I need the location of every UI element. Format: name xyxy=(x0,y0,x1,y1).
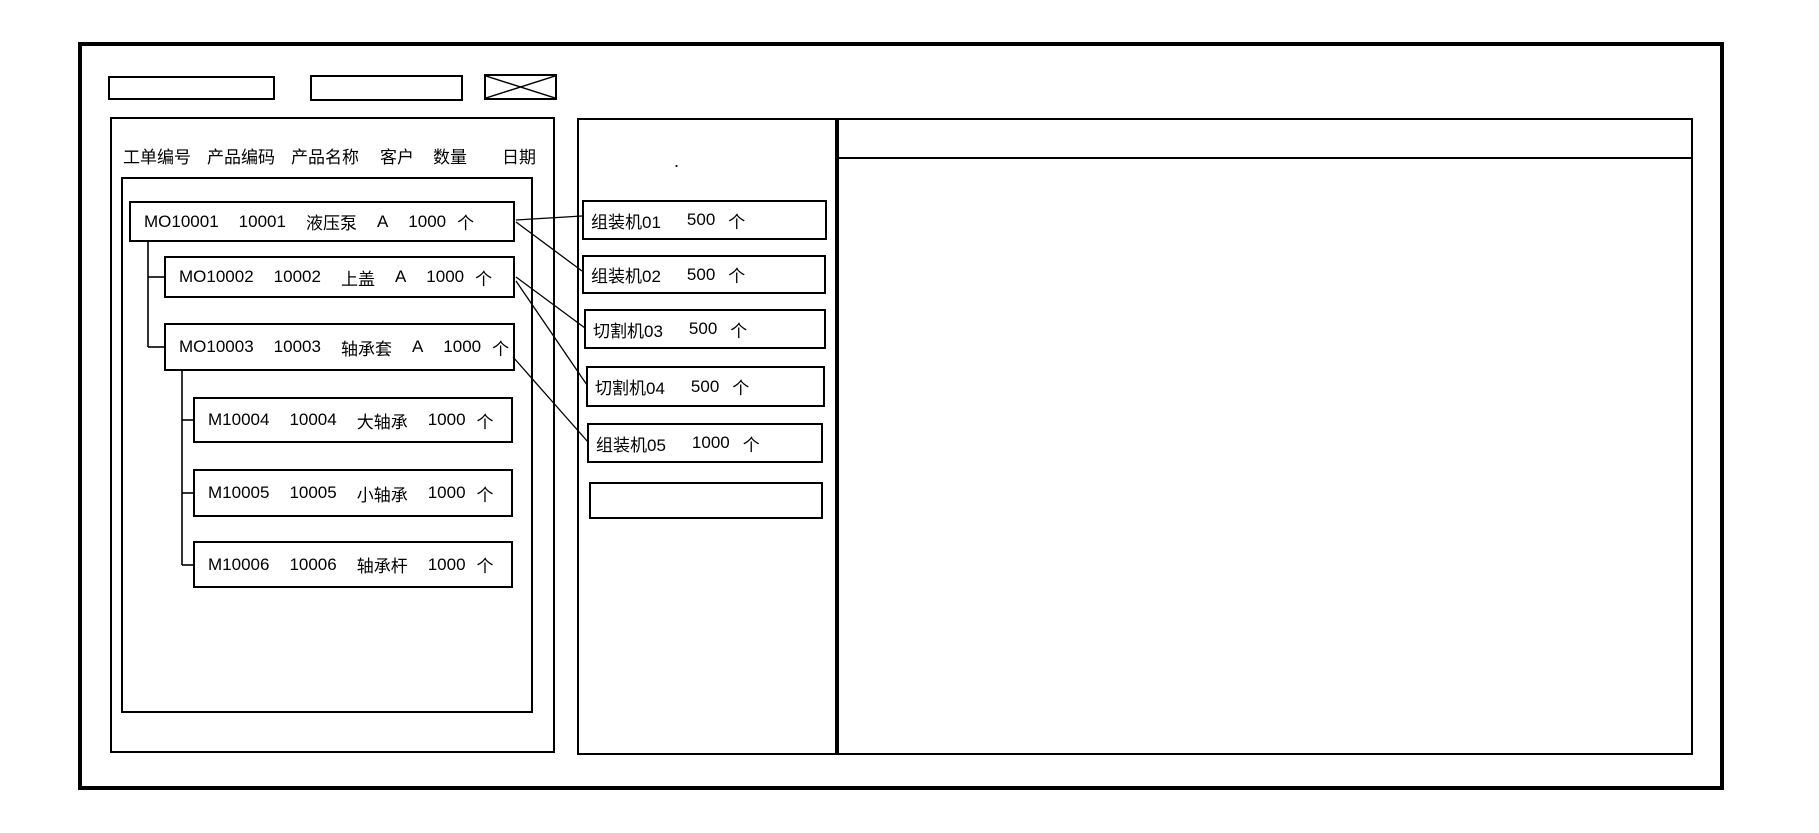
order-node-M10005[interactable]: M10005 10005 小轴承 1000 个 xyxy=(193,469,513,517)
quantity: 1000 xyxy=(427,554,466,574)
product-name: 轴承杆 xyxy=(356,557,408,576)
unit: 个 xyxy=(476,412,494,432)
stray-dot: . xyxy=(674,151,680,171)
customer: A xyxy=(411,337,424,356)
order-id: M10005 xyxy=(208,483,270,502)
product-name: 液压泵 xyxy=(305,214,357,233)
workcenter-unit: 个 xyxy=(730,321,748,341)
workcenter-name: 组装机01 xyxy=(591,212,661,232)
workcenter-name: 组装机02 xyxy=(591,267,661,286)
app-window-frame xyxy=(78,42,1724,790)
order-id: MO10001 xyxy=(144,211,219,231)
workcenter-qty: 1000 xyxy=(691,433,730,452)
order-node-M10006[interactable]: M10006 10006 轴承杆 1000 个 xyxy=(193,541,513,588)
order-id: M10006 xyxy=(208,554,270,574)
order-node-MO10003[interactable]: MO10003 10003 轴承套 A 1000 个 xyxy=(164,323,515,371)
detail-panel-header-divider xyxy=(839,157,1691,159)
workcenter-node-qiegeji04[interactable]: 切割机04 500 个 xyxy=(586,366,825,407)
workcenter-node-qiegeji03[interactable]: 切割机03 500 个 xyxy=(584,309,826,349)
workcenter-node-zuzhuangji02[interactable]: 组装机02 500 个 xyxy=(582,255,826,294)
product-name: 轴承套 xyxy=(340,339,392,359)
workcenter-name: 组装机05 xyxy=(596,435,666,455)
workcenter-qty: 500 xyxy=(686,210,716,229)
product-name: 大轴承 xyxy=(356,412,408,432)
workcenter-unit: 个 xyxy=(728,212,746,232)
product-code: 10002 xyxy=(273,267,321,286)
product-code: 10005 xyxy=(289,483,337,502)
column-label-order-id: 工单编号 xyxy=(123,147,191,167)
unit: 个 xyxy=(457,214,475,233)
quantity: 1000 xyxy=(443,337,482,356)
detail-panel xyxy=(837,118,1693,755)
toolbar-input-1[interactable] xyxy=(108,76,275,100)
product-name: 上盖 xyxy=(340,269,375,289)
workcenter-name: 切割机04 xyxy=(595,379,665,398)
customer: A xyxy=(376,211,389,231)
order-node-MO10002[interactable]: MO10002 10002 上盖 A 1000 个 xyxy=(164,256,515,298)
product-code: 10001 xyxy=(238,211,286,231)
quantity: 1000 xyxy=(427,410,466,429)
order-id: MO10003 xyxy=(179,337,254,356)
workcenter-node-zuzhuangji01[interactable]: 组装机01 500 个 xyxy=(582,200,827,240)
order-id: MO10002 xyxy=(179,267,254,286)
close-x-icon xyxy=(486,76,555,98)
toolbar-input-2[interactable] xyxy=(310,75,463,101)
workcenter-unit: 个 xyxy=(728,267,746,286)
workcenter-qty: 500 xyxy=(688,319,718,338)
unit: 个 xyxy=(475,269,493,289)
workcenter-node-zuzhuangji05[interactable]: 组装机05 1000 个 xyxy=(587,423,823,463)
order-id: M10004 xyxy=(208,410,270,429)
workcenter-unit: 个 xyxy=(742,435,760,455)
column-label-date: 日期 xyxy=(502,147,536,167)
workcenter-qty: 500 xyxy=(690,376,720,396)
product-code: 10004 xyxy=(289,410,337,429)
order-node-M10004[interactable]: M10004 10004 大轴承 1000 个 xyxy=(193,397,513,443)
column-label-product-code: 产品编码 xyxy=(207,147,275,167)
close-button[interactable] xyxy=(484,74,557,100)
workcenter-node-empty[interactable] xyxy=(589,482,823,519)
customer: A xyxy=(394,267,407,286)
product-name: 小轴承 xyxy=(356,485,408,505)
workcenter-unit: 个 xyxy=(732,379,750,398)
order-tree-container xyxy=(121,177,533,713)
workcenter-name: 切割机03 xyxy=(593,321,663,341)
unit: 个 xyxy=(476,485,494,505)
workcenter-qty: 500 xyxy=(686,264,716,284)
unit: 个 xyxy=(492,339,510,359)
column-label-product-name: 产品名称 xyxy=(291,147,359,167)
column-label-qty: 数量 xyxy=(433,147,467,167)
quantity: 1000 xyxy=(408,211,447,231)
unit: 个 xyxy=(476,557,494,576)
product-code: 10006 xyxy=(289,554,337,574)
order-node-MO10001[interactable]: MO10001 10001 液压泵 A 1000 个 xyxy=(129,201,515,242)
order-columns-header: 工单编号 产品编码 产品名称 客户 数量 日期 xyxy=(123,145,536,167)
product-code: 10003 xyxy=(273,337,321,356)
quantity: 1000 xyxy=(427,483,466,502)
quantity: 1000 xyxy=(426,267,465,286)
column-label-customer: 客户 xyxy=(380,147,414,167)
